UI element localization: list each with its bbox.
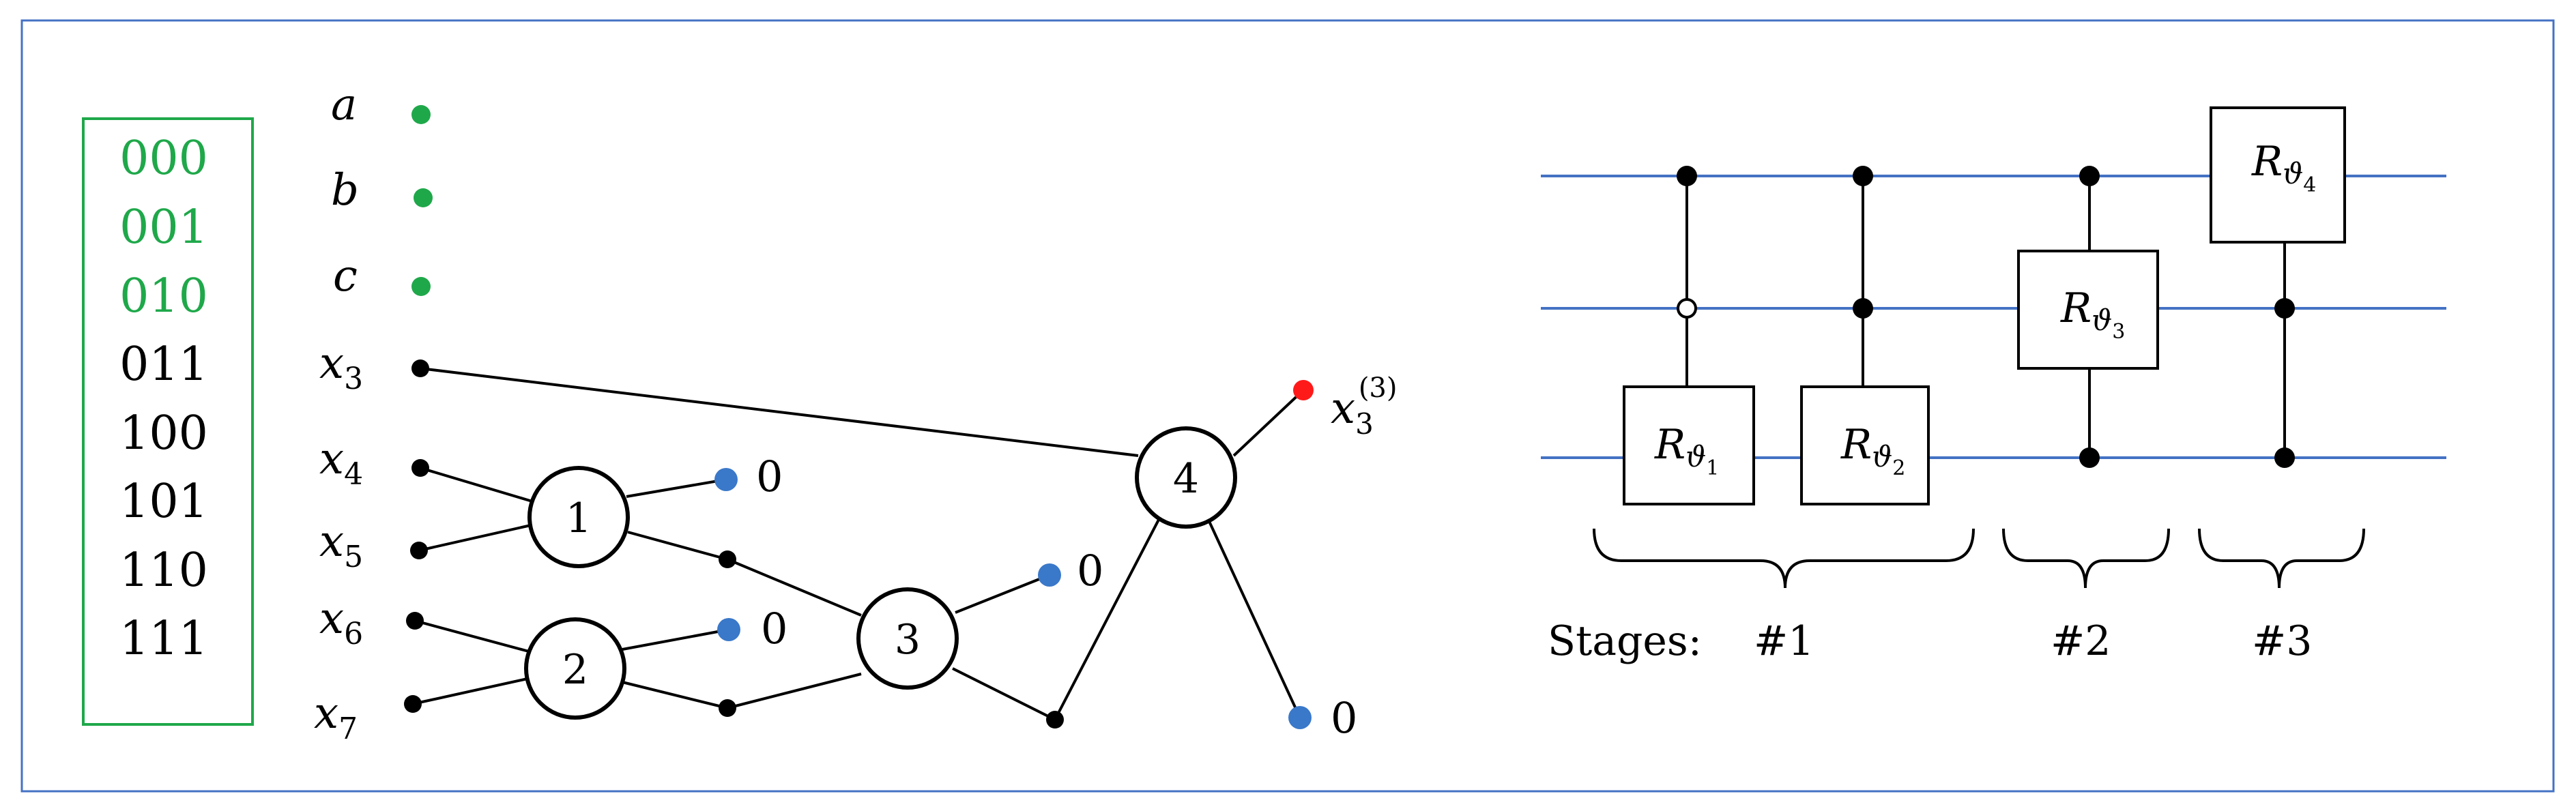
node-x4: [411, 459, 429, 477]
rotation-gate-1: [1623, 385, 1755, 505]
stage-brace-2: [2002, 528, 2170, 589]
node-x7: [404, 695, 422, 713]
edge-gate1-mid: [627, 531, 728, 561]
label-a: a: [331, 80, 357, 130]
edge-gate4-zero: [1206, 518, 1301, 718]
edge-x5-gate1: [418, 524, 532, 552]
gate-3: [856, 587, 959, 690]
edge-gate2-mid: [622, 681, 728, 709]
node-x5: [410, 542, 428, 559]
stage-label-1: #1: [1754, 617, 1814, 665]
node-mid-2: [719, 699, 736, 717]
binary-code-010: 010: [119, 269, 208, 323]
edge-gate1-zero: [626, 478, 727, 498]
node-zero-4: [1288, 706, 1312, 729]
rotation-gate-2: [1800, 385, 1930, 505]
edge-x4-gate1: [420, 467, 533, 503]
label-x6: x6: [319, 593, 363, 651]
zero-label-1: 0: [756, 452, 783, 501]
binary-code-001: 001: [119, 201, 208, 254]
stages-label: Stages:: [1548, 617, 1702, 665]
edge-mid2-gate3: [727, 673, 862, 709]
control-dot-4-mid: [2274, 298, 2295, 319]
binary-code-101: 101: [119, 475, 208, 529]
label-output-x3-3: x3(3): [1331, 372, 1398, 441]
edge-mid3-gate4: [1054, 516, 1161, 720]
control-dot-4-bottom: [2274, 447, 2295, 468]
edge-gate3-mid: [952, 667, 1056, 721]
node-zero-3: [1038, 563, 1061, 587]
figure-border: [20, 19, 2555, 793]
zero-label-3: 0: [1077, 546, 1103, 595]
stage-brace-3: [2198, 528, 2365, 589]
node-mid-3: [1046, 711, 1064, 729]
rotation-gate-3: [2017, 250, 2159, 370]
label-c: c: [333, 251, 358, 301]
zero-label-2: 0: [761, 604, 787, 653]
gate-2-label: 2: [562, 646, 588, 694]
label-x3: x3: [319, 338, 363, 396]
edge-gate3-zero: [955, 574, 1050, 614]
edge-x6-gate2: [414, 619, 530, 653]
quantum-circuit: Rϑ1 Rϑ2 Rϑ3 Rϑ4 Stages: #1 #2 #3: [1541, 106, 2446, 665]
control-dot-3-top: [2079, 166, 2100, 186]
gate-1-label: 1: [566, 495, 592, 542]
binary-code-000: 000: [119, 132, 208, 186]
stage-brace-1: [1593, 528, 1975, 589]
rotation-gate-3-label: Rϑ3: [2060, 284, 2125, 344]
binary-code-100: 100: [119, 407, 208, 460]
node-output: [1293, 380, 1314, 400]
gate-1: [527, 466, 630, 568]
edge-x3-gate4: [420, 367, 1139, 457]
node-group: [404, 105, 1314, 729]
rotation-gate-4: [2210, 106, 2346, 244]
rotation-gate-4-label: Rϑ4: [2251, 138, 2316, 197]
zero-label-4: 0: [1331, 693, 1357, 743]
node-mid-1: [719, 550, 736, 568]
edge-mid1-gate3: [727, 558, 862, 617]
node-zero-1: [714, 468, 738, 491]
binary-code-panel: 000 001 010 011 100 101 110 111: [82, 117, 254, 726]
label-x4: x4: [319, 434, 363, 492]
control-dot-2-top: [1853, 166, 1873, 186]
node-x3: [411, 359, 429, 377]
stage-label-3: #3: [2252, 617, 2312, 665]
label-b: b: [331, 165, 359, 216]
gate-2: [524, 617, 626, 720]
node-x6: [406, 612, 424, 630]
stage-label-2: #2: [2051, 617, 2111, 665]
binary-code-110: 110: [119, 544, 208, 598]
gate-4: [1135, 426, 1237, 529]
gate-3-label: 3: [895, 616, 921, 664]
node-c: [411, 277, 431, 296]
binary-code-list: 000 001 010 011 100 101 110 111: [119, 132, 208, 666]
control-dot-3-bottom: [2079, 447, 2100, 468]
edge-x7-gate2: [412, 677, 528, 705]
edge-gate2-zero: [622, 628, 729, 651]
gate-4-label: 4: [1173, 455, 1199, 503]
binary-code-box: [82, 117, 254, 726]
control-dot-2-mid: [1853, 298, 1873, 319]
control-open-1-mid: [1677, 298, 1697, 319]
binary-code-111: 111: [119, 612, 208, 666]
node-b: [414, 188, 433, 207]
label-x7: x7: [314, 688, 358, 746]
node-zero-2: [717, 618, 740, 641]
rotation-gate-1-label: Rϑ1: [1654, 421, 1719, 480]
binary-code-011: 011: [119, 338, 208, 392]
label-x5: x5: [319, 516, 363, 574]
node-a: [411, 105, 431, 124]
tree-diagram: a b c x3 x4 x5 x6 x7 x3(3): [314, 80, 1398, 746]
control-dot-1-top: [1677, 166, 1697, 186]
rotation-gate-2-label: Rϑ2: [1840, 421, 1905, 480]
edge-gate4-output: [1232, 389, 1305, 457]
